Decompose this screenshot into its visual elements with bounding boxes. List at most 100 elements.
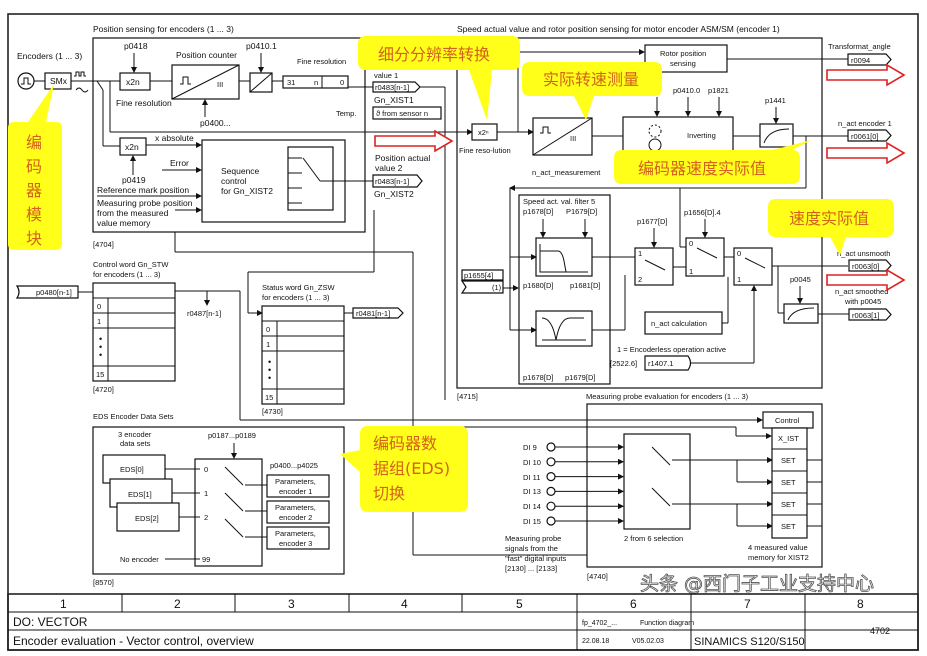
param-r0483-1: r0483[n-1] [375, 83, 409, 92]
svg-text:•: • [268, 357, 271, 367]
param-p1655: p1655[4] [464, 271, 493, 280]
probe-position-label-3: value memory [97, 218, 151, 228]
param-r0063-0: r0063[0] [852, 262, 880, 271]
param-p0045: p0045 [790, 275, 811, 284]
selector-switch [287, 146, 334, 211]
param-p0410-0: p0410.0 [673, 86, 700, 95]
param-p1678-bottom: p1678[D] [523, 373, 553, 382]
status-bit-0: 0 [266, 325, 270, 334]
callout-speed-actual: 速度实际值 [768, 199, 894, 255]
x2n-label: x2n [126, 77, 140, 87]
param-p1655-index: (1) [492, 283, 502, 292]
pt1-filter-block [759, 123, 794, 148]
ref-4704: [4704] [93, 240, 114, 249]
callout-eds-text-3: 切换 [373, 484, 405, 503]
inverting-block [622, 116, 734, 156]
status-word-subtitle: for encoders (1 ... 3) [262, 293, 330, 302]
transformat-angle-label: Transformat_angle [828, 42, 891, 51]
digital-input-terminal [546, 472, 556, 482]
two-from-six-selector [623, 433, 691, 530]
position-register [282, 75, 349, 89]
param-p1680: p1680[D] [523, 281, 553, 290]
callout-speed-actual-text: 速度实际值 [789, 209, 869, 228]
position-sensing-title: Position sensing for encoders (1 ... 3) [93, 24, 234, 34]
n-act-calculation-label: n_act calculation [651, 319, 707, 328]
column-7: 7 [744, 597, 751, 611]
position-actual-label-2: value 2 [375, 163, 403, 173]
control-word-title: Control word Gn_STW [93, 260, 169, 269]
digital-input-terminal [546, 457, 556, 467]
probe-signals-line3: "fast" digital inputs [505, 554, 566, 563]
ref-4720: [4720] [93, 385, 114, 394]
digital-input-terminal [546, 501, 556, 511]
error-label: Error [170, 158, 189, 168]
ref-4715: [4715] [457, 392, 478, 401]
set-1-label: SET [781, 456, 796, 465]
status-word-block: Status word Gn_ZSW for encoders (1 ... 3… [247, 210, 404, 416]
x-ist-label: X_IST [778, 434, 799, 443]
probe-signals-line2: signals from the [505, 544, 558, 553]
callout-eds-text-2: 据组(EDS) [373, 459, 450, 478]
params-enc1-line1: Parameters, [275, 477, 316, 486]
parameters-encoder-1: Parameters, encoder 1 [266, 474, 330, 498]
switch-1 [634, 247, 674, 286]
set-3-label: SET [781, 500, 796, 509]
status-bit-1: 1 [266, 340, 270, 349]
position-sensing-block: Position sensing for encoders (1 ... 3) … [92, 24, 473, 400]
connector-p1655 [460, 269, 504, 294]
diagram-version: V05.02.03 [632, 638, 664, 645]
digital-input-terminal [546, 486, 556, 496]
switch3-pos0: 0 [737, 249, 741, 258]
speed-filter-block [518, 194, 611, 385]
n-act-measurement-label: n_act_measurement [532, 168, 601, 177]
param-r0487: r0487[n-1] [187, 309, 221, 318]
callout-module-char-4: 模 [26, 205, 42, 224]
encoderless-label: 1 = Encoderless operation active [617, 345, 726, 354]
eds-sets-label-2: data sets [120, 439, 151, 448]
parameters-encoder-3: Parameters, encoder 3 [266, 526, 330, 550]
diagram-title: Encoder evaluation - Vector control, ove… [13, 634, 254, 648]
callout-eds-switch: 编码器数 据组(EDS) 切换 [340, 426, 468, 512]
eds-0-label: EDS[0] [120, 465, 144, 474]
switch3-pos1: 1 [737, 275, 741, 284]
callout-speed-measurement: 实际转速测量 [522, 62, 662, 120]
eds-index-1: 1 [204, 489, 208, 498]
connector-r0481 [352, 307, 404, 319]
param-p0400-p4025: p0400...p4025 [270, 461, 318, 470]
register-bit-31: 31 [287, 78, 295, 87]
smx-label: SMx [50, 76, 68, 86]
smoothing-filter-block [783, 303, 819, 324]
column-2: 2 [174, 597, 181, 611]
callout-fine-resolution: 细分分辨率转换 [358, 36, 520, 120]
ref-4730: [4730] [262, 407, 283, 416]
switch1-pos1: 1 [638, 249, 642, 258]
eds-switch-block [194, 458, 263, 567]
ref-4740: [4740] [587, 572, 608, 581]
probe-title: Measuring probe evaluation for encoders … [586, 392, 749, 401]
x-absolute-label: x absolute [155, 133, 194, 143]
param-p0400: p0400... [200, 118, 231, 128]
callout-encoder-speed-text: 编码器速度实际值 [638, 159, 766, 178]
memory-label: 4 measured value [748, 543, 808, 552]
red-arrow-r0061 [826, 141, 906, 165]
encoder-input: Encoders (1 ... 3) SMx [17, 51, 120, 93]
ref-8570: [8570] [93, 578, 114, 587]
param-p1821: p1821 [708, 86, 729, 95]
value1-label: value 1 [374, 71, 398, 80]
gn-xist1-label: Gn_XIST1 [374, 95, 414, 105]
probe-signals-line1: Measuring probe [505, 534, 561, 543]
watermark: 头条 @西门子工业支持中心 [640, 573, 874, 595]
column-3: 3 [288, 597, 295, 611]
connector-r0061 [847, 129, 892, 142]
with-p0045-label: with p0045 [844, 297, 881, 306]
di-10-label: DI 10 [523, 458, 541, 467]
memory-label-2: memory for XIST2 [748, 553, 809, 562]
param-p1656: p1656[D].4 [684, 208, 721, 217]
fine-resolution-label: Fine resolution [116, 98, 172, 108]
param-p1678-top: p1678[D] [523, 207, 553, 216]
di-15-label: DI 15 [523, 517, 541, 526]
param-r0483-2: r0483[n-1] [375, 177, 409, 186]
param-p1681: p1681[D] [570, 281, 600, 290]
function-diagram-label: Function diagram [640, 620, 694, 627]
